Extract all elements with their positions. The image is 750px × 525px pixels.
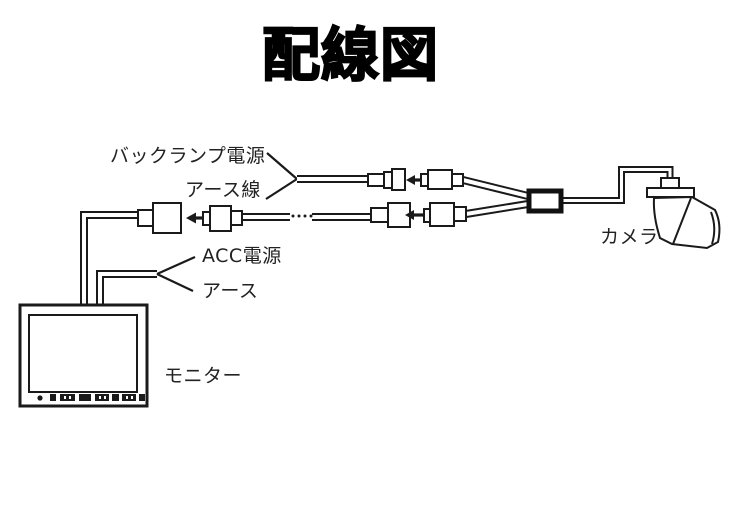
backlamp-cable: [265, 152, 370, 200]
junction-lower-cable: [465, 200, 529, 218]
monitor-power-cable: [96, 255, 196, 306]
extension-rca-plug-left: [202, 205, 243, 232]
backlamp-rca-jack: [367, 168, 406, 191]
junction-box: [526, 188, 564, 214]
label-camera: カメラ: [600, 226, 659, 248]
camera: [646, 177, 721, 250]
monitor-buttons: [37, 394, 145, 401]
label-back-lamp-power: バックランプ電源: [110, 145, 266, 167]
acc-earth-wire-fork: [156, 255, 196, 292]
monitor-video-cable: [80, 211, 140, 306]
camera-rca-plug-upper: [420, 169, 464, 190]
monitor: [18, 303, 149, 408]
monitor-button-marks: [64, 396, 133, 399]
junction-upper-cable: [462, 176, 529, 200]
label-earth-wire: アース線: [185, 179, 261, 201]
camera-lens-face-line: [672, 197, 692, 245]
camera-body: [652, 195, 721, 250]
camera-stem: [660, 177, 680, 189]
label-earth: アース: [202, 280, 259, 302]
camera-rca-plug-lower: [423, 202, 467, 227]
extension-rca-jack-right: [370, 202, 411, 228]
plug-arrows: [186, 175, 423, 224]
arrow-monitor-jack: [186, 212, 203, 224]
camera-bracket: [646, 187, 695, 198]
label-monitor: モニター: [164, 365, 243, 387]
label-acc-power: ACC電源: [202, 245, 282, 267]
cable-break-dots: [291, 214, 313, 218]
extension-cable: [242, 213, 372, 221]
page-title: 配線図: [261, 21, 440, 89]
arrow-backlamp-jack: [406, 175, 422, 185]
monitor-power-button: [37, 395, 43, 401]
monitor-rca-jack: [137, 202, 182, 234]
backlamp-earth-wire-fork: [265, 152, 298, 200]
monitor-screen: [28, 314, 138, 393]
camera-lens-edge: [710, 211, 716, 245]
arrow-extension-jack: [405, 210, 423, 220]
camera-cable: [562, 166, 674, 204]
